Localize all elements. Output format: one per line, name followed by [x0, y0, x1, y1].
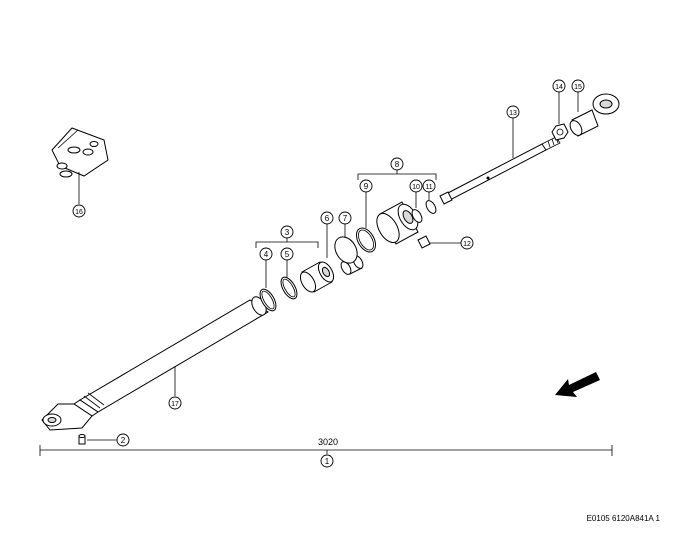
direction-arrow — [555, 372, 600, 397]
overall-length-dimension — [39, 445, 613, 456]
callout-2: 2 — [116, 433, 130, 447]
callout-1-number: 1 — [325, 457, 330, 466]
wiper-ring — [425, 200, 437, 214]
callout-4: 4 — [259, 247, 273, 261]
callout-2-number: 2 — [121, 436, 126, 445]
callout-16-number: 16 — [75, 209, 83, 216]
callout-4-number: 4 — [264, 250, 269, 259]
piston-seal — [280, 276, 298, 300]
callout-8-number: 8 — [395, 160, 400, 169]
callout-14: 14 — [552, 79, 566, 93]
callout-10-number: 10 — [412, 184, 420, 191]
callout-13: 13 — [506, 105, 520, 119]
callout-8: 8 — [390, 157, 404, 171]
callout-14-number: 14 — [555, 84, 563, 91]
callout-15-number: 15 — [574, 84, 582, 91]
plug-fitting — [417, 235, 431, 249]
callout-7: 7 — [338, 211, 352, 225]
wear-ring — [259, 288, 277, 312]
callout-17-number: 17 — [171, 401, 179, 408]
piston-rod — [439, 136, 561, 205]
o-ring — [334, 236, 358, 264]
callout-10: 10 — [409, 179, 423, 193]
dimension-value: 3020 — [318, 437, 338, 447]
seal-kit-bag — [51, 127, 109, 178]
piston — [299, 261, 335, 293]
cylinder-head-gland — [376, 201, 419, 245]
callout-3: 3 — [280, 225, 294, 239]
diagram-reference-code: E0105 6120A841A 1 — [587, 514, 661, 523]
callout-15: 15 — [571, 79, 585, 93]
callout-13-number: 13 — [509, 110, 517, 117]
callout-17: 17 — [168, 396, 182, 410]
bracket-assembly-3 — [255, 241, 319, 248]
lock-nut — [551, 123, 569, 141]
callout-12-number: 12 — [463, 241, 471, 248]
callout-6-number: 6 — [325, 214, 330, 223]
rod-end-eye — [569, 93, 620, 137]
callout-9: 9 — [359, 179, 373, 193]
callout-12: 12 — [460, 236, 474, 250]
grease-nipple — [78, 434, 86, 445]
callout-1: 1 — [320, 454, 334, 468]
callout-16: 16 — [72, 204, 86, 218]
bracket-assembly-8 — [357, 173, 437, 180]
callout-5-number: 5 — [285, 250, 290, 259]
callout-7-number: 7 — [343, 214, 348, 223]
callout-3-number: 3 — [285, 228, 290, 237]
callout-6: 6 — [320, 211, 334, 225]
callout-9-number: 9 — [364, 182, 369, 191]
rod-seal — [411, 209, 423, 223]
barrel-clevis-eye — [41, 403, 93, 431]
backup-ring — [356, 227, 376, 253]
callout-11-number: 11 — [425, 184, 432, 191]
cylinder-barrel — [73, 296, 269, 417]
leader-lines — [78, 92, 579, 441]
callout-5: 5 — [280, 247, 294, 261]
callout-11: 11 — [422, 179, 436, 193]
